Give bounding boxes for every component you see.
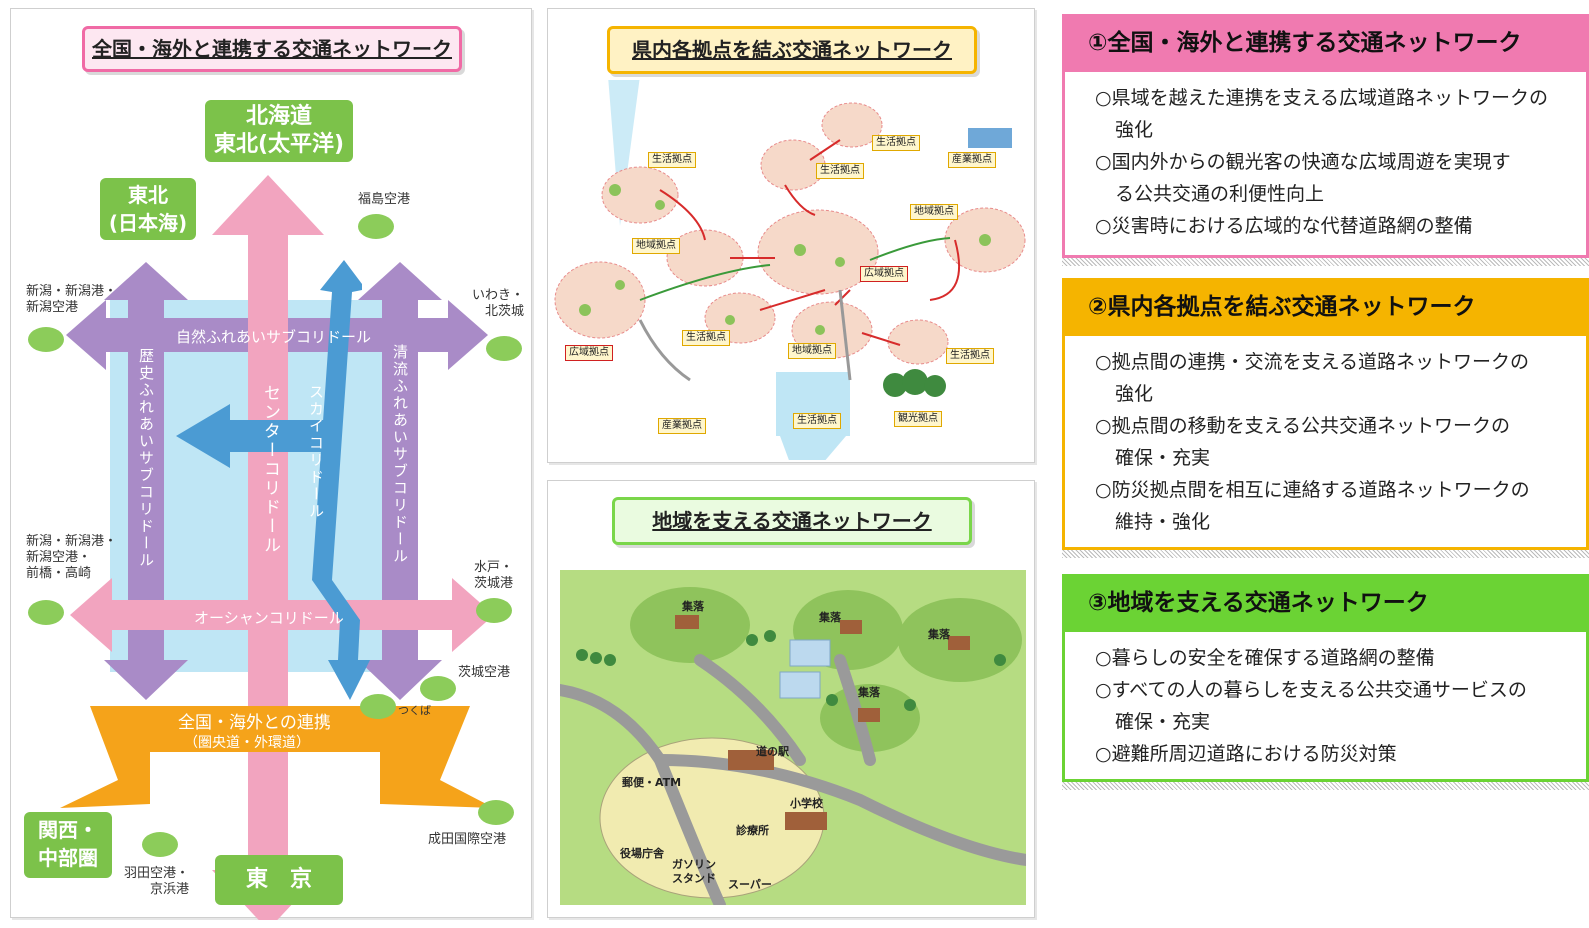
haneda-label: 羽田空港・ 京浜港: [124, 866, 190, 897]
tsukuba-dot: [360, 694, 396, 719]
section-3-heading: ③地域を支える交通ネットワーク: [1062, 574, 1589, 632]
history-corridor-arrow: [104, 262, 188, 700]
haneda-dot: [142, 832, 178, 857]
hub-tag: 広域拠点: [565, 345, 613, 361]
hub-tag: 生活拠点: [872, 135, 920, 151]
kansai-chubu-box: 関西・ 中部圏: [24, 812, 112, 878]
hub-tag: 生活拠点: [648, 152, 696, 168]
national-link-label: 全国・海外との連携: [178, 713, 331, 733]
town-hall-label: 役場庁舎: [620, 847, 664, 860]
section-3-item: ○暮らしの安全を確保する道路網の整備: [1095, 647, 1435, 669]
tohoku-japan-sea-box: 東北 (日本海): [100, 178, 196, 240]
prefectural-network-title: 県内各拠点を結ぶ交通ネットワーク: [607, 26, 977, 74]
mito-dot: [476, 598, 512, 623]
national-network-title: 全国・海外と連携する交通ネットワーク: [82, 26, 462, 72]
tsukuba-label: つくば: [398, 704, 431, 717]
section-1-heading: ①全国・海外と連携する交通ネットワーク: [1062, 14, 1589, 72]
seiryu-corridor-label: 清流ふれあいサブコリドール: [391, 344, 409, 565]
hub-cluster: [554, 261, 646, 339]
hub-tag: 地域拠点: [632, 238, 680, 254]
history-corridor-label: 歴史ふれあいサブコリドール: [137, 348, 155, 569]
section-1-item: ○国内外からの観光客の快適な広域周遊を実現す る公共交通の利便性向上: [1095, 151, 1511, 205]
ibaraki-airport-dot: [420, 676, 456, 701]
iwaki-label: いわき・ 北茨城: [472, 288, 525, 319]
hub-tag: 観光拠点: [894, 411, 942, 427]
sky-corridor-label: スカイコリドール: [307, 384, 325, 520]
section-1-item: ○災害時における広域的な代替道路網の整備: [1095, 215, 1473, 237]
national-link-sublabel: （圏央道・外環道）: [184, 735, 310, 751]
village-map: [560, 570, 1026, 905]
niigata-top-label: 新潟・新潟港・ 新潟空港: [26, 284, 118, 315]
clinic-label: 診療所: [736, 824, 769, 837]
post-atm-label: 郵便・ATM: [622, 776, 682, 789]
section-1-body: ○県域を越えた連携を支える広域道路ネットワークの 強化 ○国内外からの観光客の快…: [1062, 72, 1589, 258]
section-2-item: ○拠点間の移動を支える公共交通ネットワークの 確保・充実: [1095, 415, 1511, 469]
village-label: 集落: [858, 686, 880, 699]
school-label: 小学校: [790, 797, 823, 810]
gas-station-label: ガソリン スタンド: [672, 858, 716, 885]
seiryu-corridor-arrow: [358, 262, 442, 700]
tokyo-box: 東 京: [215, 855, 343, 905]
hub-cluster: [821, 102, 883, 148]
niigata-mid-dot: [28, 600, 64, 625]
hub-cluster: [887, 319, 949, 365]
callout-top: [608, 80, 640, 226]
hub-tag: 生活拠点: [946, 348, 994, 364]
section-2-item: ○防災拠点間を相互に連絡する道路ネットワークの 維持・強化: [1095, 479, 1530, 533]
section-2-heading: ②県内各拠点を結ぶ交通ネットワーク: [1062, 278, 1589, 336]
nature-corridor-label: 自然ふれあいサブコリドール: [176, 328, 372, 346]
fukushima-airport-dot: [358, 214, 394, 239]
hub-tag: 生活拠点: [816, 163, 864, 179]
section-3-item: ○すべての人の暮らしを支える公共交通サービスの 確保・充実: [1095, 679, 1527, 733]
center-corridor-label: センターコリドール: [260, 384, 280, 555]
section-1-item: ○県域を越えた連携を支える広域道路ネットワークの 強化: [1095, 87, 1549, 141]
village-label: 集落: [928, 628, 950, 641]
section-2-item: ○拠点間の連携・交流を支える道路ネットワークの 強化: [1095, 351, 1530, 405]
section-1-shadow: [1062, 258, 1589, 266]
iwaki-dot: [486, 336, 522, 361]
village-label: 集落: [682, 600, 704, 613]
hub-tag: 地域拠点: [910, 204, 958, 220]
roadside-station-label: 道の駅: [756, 745, 789, 758]
mito-label: 水戸・ 茨城港: [474, 560, 514, 591]
hub-tag: 産業拠点: [948, 152, 996, 168]
hub-map: [554, 80, 1026, 460]
hub-cluster: [757, 209, 879, 295]
center-corridor-arrow: [212, 175, 324, 920]
hokkaido-tohoku-box: 北海道 東北(太平洋): [205, 100, 353, 162]
section-2-body: ○拠点間の連携・交流を支える道路ネットワークの 強化 ○拠点間の移動を支える公共…: [1062, 336, 1589, 550]
hub-tag: 生活拠点: [682, 330, 730, 346]
fukushima-airport-label: 福島空港: [358, 192, 411, 207]
ocean-corridor-label: オーシャンコリドール: [194, 609, 344, 627]
narita-label: 成田国際空港: [428, 832, 507, 847]
niigata-mid-label: 新潟・新潟港・ 新潟空港・ 前橋・高崎: [26, 534, 118, 581]
section-3-item: ○避難所周辺道路における防災対策: [1095, 743, 1397, 765]
corridor-diagram: [60, 175, 494, 920]
section-3-body: ○暮らしの安全を確保する道路網の整備 ○すべての人の暮らしを支える公共交通サービ…: [1062, 632, 1589, 782]
hub-tag: 生活拠点: [793, 413, 841, 429]
hub-tag: 産業拠点: [658, 418, 706, 434]
industrial-icon: [968, 128, 1012, 148]
hub-tag: 地域拠点: [788, 343, 836, 359]
sky-branch-arrow: [176, 404, 330, 468]
local-network-title: 地域を支える交通ネットワーク: [612, 497, 972, 545]
ibaraki-airport-label: 茨城空港: [458, 665, 511, 680]
niigata-top-dot: [28, 327, 64, 352]
village-label: 集落: [819, 611, 841, 624]
supermarket-label: スーパー: [728, 878, 772, 891]
sky-corridor-arrow: [312, 260, 370, 700]
section-3-shadow: [1062, 782, 1589, 790]
section-2-shadow: [1062, 550, 1589, 558]
national-link-arrow: [60, 706, 494, 808]
hub-tag: 広域拠点: [860, 266, 908, 282]
callout-bottom: [780, 436, 846, 460]
narita-dot: [478, 800, 514, 825]
